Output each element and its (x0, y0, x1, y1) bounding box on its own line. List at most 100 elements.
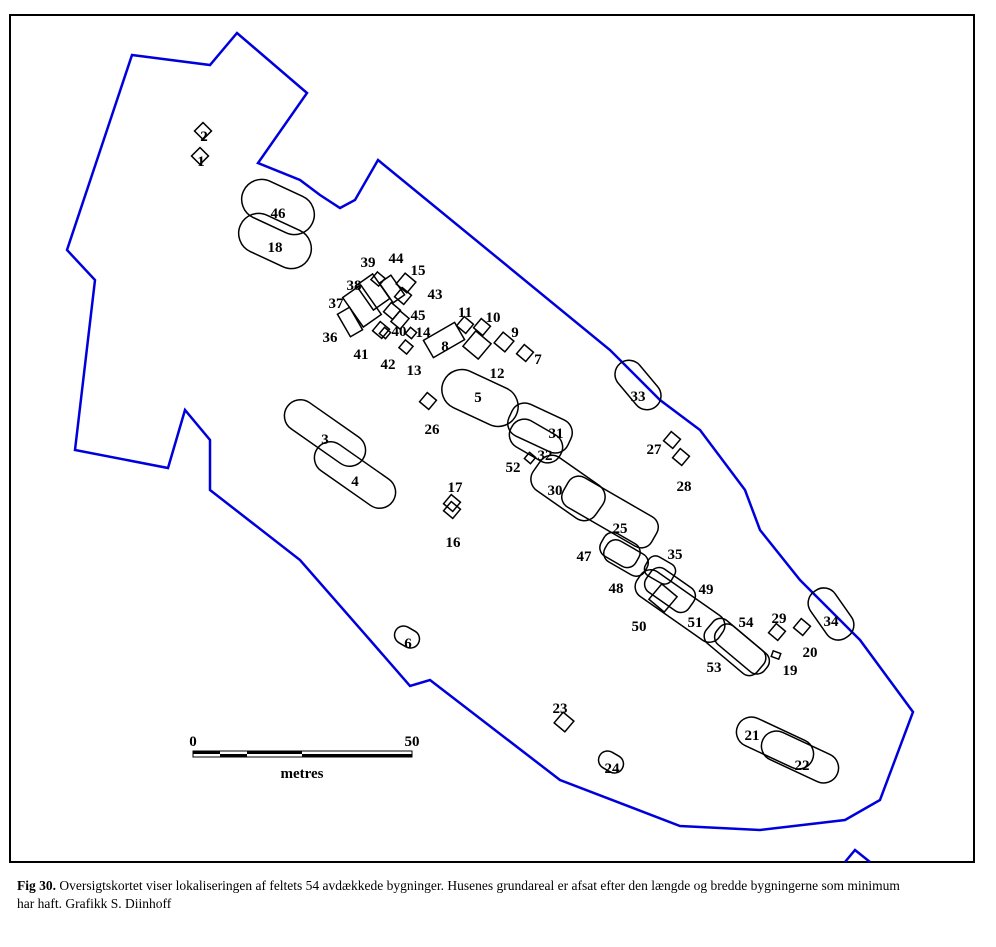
building-outline (441, 368, 519, 428)
scale-unit-label: metres (280, 766, 323, 782)
building-label: 43 (428, 287, 443, 303)
building-outline (807, 587, 855, 641)
building-label: 41 (354, 347, 369, 363)
building-label: 6 (404, 636, 412, 652)
building-label: 44 (389, 251, 405, 267)
building-label: 47 (577, 549, 593, 565)
building-outline (371, 320, 391, 340)
building-outline (422, 321, 466, 359)
building-label: 3 (321, 432, 329, 448)
building-outline (382, 301, 402, 321)
building-label: 51 (688, 615, 703, 631)
building-outline (283, 399, 367, 467)
building-label: 36 (323, 330, 339, 346)
building-label: 27 (647, 442, 663, 458)
building-label: 5 (474, 390, 482, 406)
building-label: 13 (407, 363, 422, 379)
building-outline (193, 121, 213, 141)
map-frame (9, 14, 975, 863)
building-label: 42 (381, 357, 396, 373)
building-label: 24 (605, 761, 621, 777)
building-label: 19 (783, 663, 798, 679)
building-outline (553, 711, 575, 733)
building-outline (237, 212, 313, 270)
building-outline (378, 326, 392, 340)
building-label: 22 (795, 758, 810, 774)
building-label: 15 (411, 263, 426, 279)
building-outline (614, 359, 662, 411)
building-outline (643, 555, 677, 585)
building-label: 17 (448, 480, 464, 496)
building-label: 52 (506, 460, 521, 476)
building-label: 29 (772, 611, 787, 627)
building-outline (760, 730, 840, 784)
scale-bar: 0 50 metres (189, 734, 419, 782)
building-outline (393, 625, 421, 649)
building-outline (770, 649, 782, 661)
building-outline (530, 454, 606, 522)
building-outline (461, 329, 493, 361)
building-label: 54 (739, 615, 755, 631)
building-outline (240, 178, 316, 236)
building-label: 50 (632, 619, 647, 635)
building-label: 38 (347, 278, 362, 294)
building-outline (507, 402, 573, 454)
building-outline (515, 343, 535, 363)
building-outline (393, 286, 413, 306)
building-outline (647, 582, 679, 614)
building-label: 4 (351, 474, 359, 490)
building-label: 34 (824, 614, 840, 630)
building-outline (336, 306, 364, 338)
building-label: 10 (486, 310, 501, 326)
building-label: 12 (490, 366, 505, 382)
building-outline (713, 623, 771, 675)
building-outline (389, 309, 411, 331)
building-label: 1 (197, 154, 205, 170)
building-label: 48 (609, 581, 624, 597)
building-outline (560, 475, 660, 549)
building-label: 9 (511, 325, 519, 341)
building-outline (602, 539, 650, 577)
building-label: 40 (392, 324, 407, 340)
building-label: 35 (668, 547, 683, 563)
excavation-boundary (65, 31, 915, 832)
building-label: 46 (271, 206, 287, 222)
scale-end-label: 50 (405, 734, 420, 750)
building-label: 23 (553, 701, 568, 717)
building-label: 20 (803, 645, 818, 661)
building-label: 33 (631, 389, 646, 405)
building-label: 53 (707, 660, 722, 676)
building-outline (442, 500, 462, 520)
building-label: 11 (458, 305, 472, 321)
building-label: 14 (416, 325, 432, 341)
building-outline (455, 315, 475, 335)
building-outline (313, 441, 397, 509)
building-outline (735, 716, 815, 770)
figure-number: Fig 30. (17, 878, 56, 893)
building-label: 37 (329, 296, 345, 312)
building-outline (634, 568, 726, 644)
building-label: 8 (441, 339, 449, 355)
building-label: 18 (268, 240, 283, 256)
building-outline (599, 531, 641, 569)
building-label: 16 (446, 535, 462, 551)
building-label: 26 (425, 422, 441, 438)
building-outline (418, 391, 438, 411)
building-label: 2 (200, 129, 208, 145)
building-outline (523, 451, 537, 465)
building-outline (643, 566, 697, 614)
building-outline (597, 750, 625, 774)
building-outline (662, 430, 682, 450)
building-label: 21 (745, 728, 760, 744)
building-outline (397, 338, 415, 356)
building-label: 28 (677, 479, 692, 495)
scale-start-label: 0 (189, 734, 197, 750)
building-outline (472, 317, 492, 337)
building-outline (671, 447, 691, 467)
building-outline (493, 331, 515, 353)
figure-caption: Fig 30. Oversigtskortet viser lokaliseri… (17, 877, 917, 913)
building-outline (190, 146, 210, 166)
boundary-fragment (844, 848, 871, 863)
